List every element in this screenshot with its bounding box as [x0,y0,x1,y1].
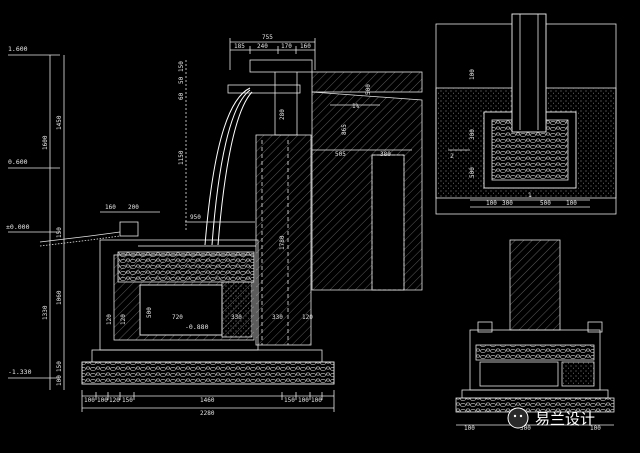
slope-label: 1% [352,103,360,110]
dim-160: 160 [105,204,116,211]
dim-total: 2280 [200,410,215,417]
dim-pool-120c: 120 [302,314,313,321]
detail-top-dim-v2: 300 [469,129,476,140]
dim-865: 865 [341,124,348,135]
dim-b-2: 100 [97,397,108,404]
dim-spout-50: 50 [178,76,185,84]
dim-b-1: 100 [84,397,95,404]
dim-left-150: 150 [56,227,63,238]
dim-500: 500 [365,84,372,95]
pool-dimension-labels: 120 120 500 720 330 330 120 [106,307,313,325]
dim-spout-1150: 1150 [178,150,185,165]
dim-left-1060: 1060 [56,290,63,305]
dim-left-1450: 1450 [56,115,63,130]
dim-pool-720: 720 [172,314,183,321]
dim-top-2: 240 [257,43,268,50]
wall-column [255,134,312,346]
detail-top-dim-h1: 100 [486,200,497,207]
dim-200: 200 [128,204,139,211]
bottom-dimension-labels: 100 100 120 150 1460 150 100 100 2280 [84,397,322,417]
watermark: 易兰设计 [507,407,595,429]
detail-bottom [455,239,615,426]
detail-bottom-dim-1: 100 [464,425,475,432]
pool-coping [119,221,139,237]
dim-pool-120a: 120 [106,314,113,325]
dim-1780: 1780 [279,235,286,250]
watermark-text: 易兰设计 [535,410,595,428]
detail-top-dim-h5: 100 [566,200,577,207]
dim-280: 280 [279,109,286,120]
detail-top-dim-v1: 100 [469,69,476,80]
detail-top-labels: 100 300 500 100 300 1 500 100 2 [450,69,577,207]
dim-pool-500: 500 [146,307,153,318]
dim-top-1: 185 [234,43,245,50]
dim-b-3: 120 [109,397,120,404]
dim-top-total: 755 [262,34,273,41]
dim-b-6: 150 [284,397,295,404]
detail-top [435,13,617,215]
foundation-slab [91,349,323,363]
dim-spout-60: 60 [178,92,185,100]
dim-left-1600: 1600 [42,135,49,150]
dim-spout-150: 150 [178,61,185,72]
ground-slope [39,231,121,243]
detail-bottom-dim-2: 500 [520,425,531,432]
dim-top-4: 160 [300,43,311,50]
dim-950: 950 [190,214,201,221]
level-ground-label: ±0.000 [6,223,30,231]
detail-top-dim-h3: 1 [528,192,532,199]
gravel-layer [117,251,255,283]
dim-380: 380 [380,151,391,158]
level-top-label: 1.600 [8,45,28,53]
detail-bottom-labels: 100 500 100 [464,425,601,432]
dim-b-5: 1460 [200,397,215,404]
level-base-label: -1.330 [8,368,32,376]
dim-left-150b: 150 [56,361,63,372]
detail-top-marker: 2 [450,152,454,160]
back-mass [311,91,423,291]
gravel-base [81,361,335,385]
spout-cap [249,59,313,73]
top-dimension-labels: 755 185 240 170 160 [234,34,311,50]
detail-top-dim-h2: 300 [502,200,513,207]
dim-top-3: 170 [281,43,292,50]
left-dimension-labels: 1450 1600 150 1060 1330 150 100 [42,115,63,386]
dim-b-4: 150 [122,397,133,404]
dim-left-1330: 1330 [42,305,49,320]
wechat-icon [507,407,529,429]
level-pool-bottom-label: -0.880 [185,323,209,331]
main-section [8,38,423,412]
dim-pool-330a: 330 [231,314,242,321]
spout-dimension-labels: 60 50 150 1150 [178,61,185,165]
level-labels: 1.600 0.600 ±0.000 -1.330 -0.880 [6,45,209,376]
dim-pool-120b: 120 [120,314,127,325]
dim-left-100: 100 [56,375,63,386]
dim-b-8: 100 [311,397,322,404]
detail-bottom-dim-3: 100 [590,425,601,432]
dim-b-7: 100 [298,397,309,404]
level-mid-label: 0.600 [8,158,28,166]
water-jet [204,87,253,246]
detail-top-dim-h4: 500 [540,200,551,207]
dim-pool-330b: 330 [272,314,283,321]
detail-top-dim-v3: 500 [469,167,476,178]
upper-dimension-labels: 160 200 950 505 500 280 865 380 1780 1% [105,84,391,250]
dim-505: 505 [335,151,346,158]
